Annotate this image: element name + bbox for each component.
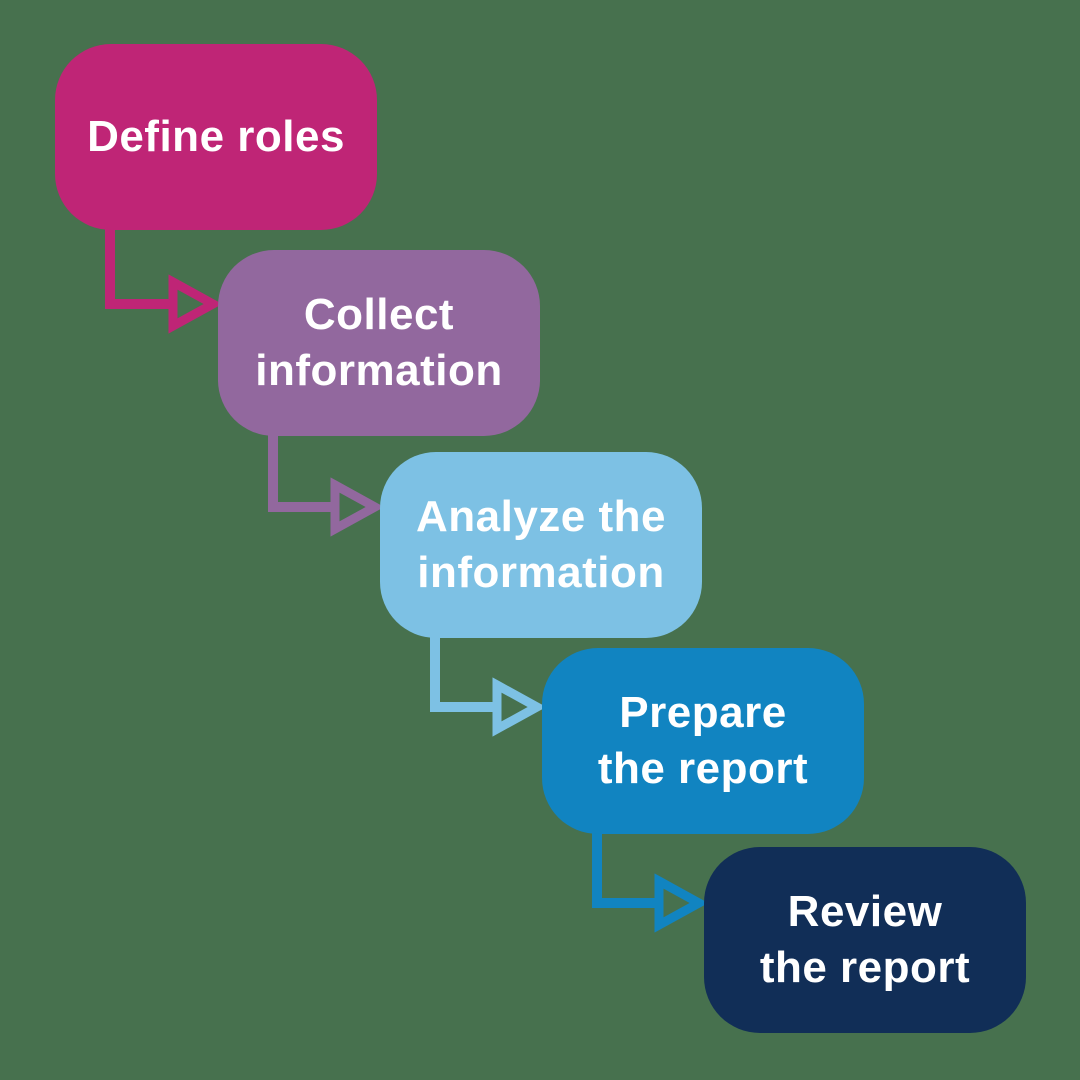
arrow-elbow-line (430, 636, 496, 712)
step-label: Define roles (87, 111, 345, 161)
arrow-prepare-to-review (592, 832, 709, 933)
step-box-collect-information: Collect information (218, 250, 540, 436)
arrow-head-icon (330, 477, 385, 537)
arrow-collect-to-analyze (268, 434, 385, 537)
step-box-prepare-report: Prepare the report (542, 648, 864, 834)
arrow-elbow-line (268, 434, 334, 512)
step-box-analyze-information: Analyze the information (380, 452, 702, 638)
step-label: Collect information (255, 289, 503, 395)
step-label: Review the report (759, 886, 971, 992)
arrow-analyze-to-prepare (430, 636, 547, 737)
step-box-review-report: Review the report (704, 847, 1026, 1033)
step-label: Prepare the report (597, 687, 809, 793)
step-label: Analyze the information (415, 491, 666, 597)
arrow-elbow-line (105, 228, 172, 309)
arrow-head-icon (168, 274, 223, 334)
step-box-define-roles: Define roles (55, 44, 377, 230)
arrow-define-to-collect (105, 228, 223, 334)
arrow-elbow-line (592, 832, 658, 908)
arrow-head-icon (654, 873, 709, 933)
arrow-head-icon (492, 677, 547, 737)
